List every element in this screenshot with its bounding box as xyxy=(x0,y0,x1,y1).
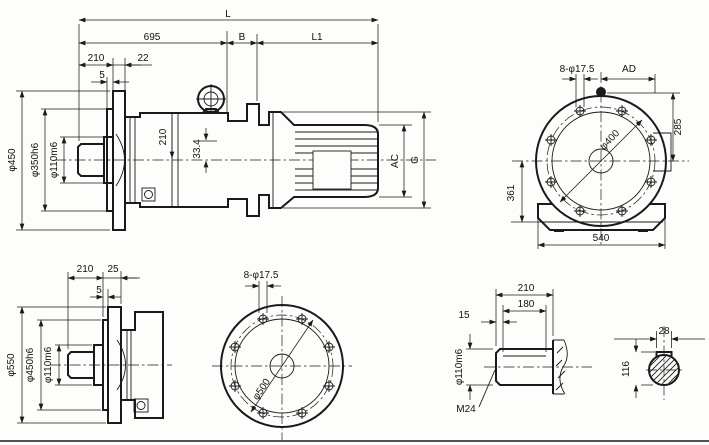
dim-label-AC: AC xyxy=(390,154,401,168)
dim-label-285: 285 xyxy=(673,118,684,135)
ks-key xyxy=(655,351,673,357)
ff-bolt-circle xyxy=(230,314,334,418)
sd-dim-label-15: 15 xyxy=(458,310,470,321)
sd-dim-label-phi110: φ110m6 xyxy=(454,348,465,385)
dim-label-334: 33.4 xyxy=(192,139,203,159)
dim-label-phi350h6: φ350h6 xyxy=(30,142,41,177)
ext-lines-left xyxy=(16,90,110,231)
oil-plug xyxy=(141,187,156,202)
sd-ext-lines xyxy=(466,289,554,386)
phi400-diameter-line xyxy=(559,119,643,203)
fs-dim-label-phi550: φ550 xyxy=(6,353,17,377)
ff-dim-label-holes: 8-φ17.5 xyxy=(244,270,279,281)
flange-side-view: 210 25 5 φ550 φ450h6 φ110m6 xyxy=(6,264,172,424)
ks-dim-label-116: 116 xyxy=(621,361,632,377)
dim-label-540: 540 xyxy=(593,233,610,244)
fs-dim-label-5: 5 xyxy=(96,285,102,296)
dim-label-phi400: φ400 xyxy=(598,128,622,153)
foot-pad-left xyxy=(554,229,564,232)
phi500-diameter-line xyxy=(250,319,314,413)
flange-front-view: φ500 8-φ17.5 xyxy=(212,270,352,440)
dim-label-L: L xyxy=(225,9,231,20)
sd-dim-label-180: 180 xyxy=(518,299,535,310)
spigot-circle xyxy=(551,111,651,211)
fs-dome xyxy=(116,339,126,391)
fs-dim-label-210: 210 xyxy=(77,264,94,275)
dim-label-phi500: φ500 xyxy=(251,377,273,403)
fs-dim-label-25: 25 xyxy=(107,264,119,275)
fs-housing-lines xyxy=(126,331,132,399)
flange-plate xyxy=(112,90,126,231)
dim-label-5: 5 xyxy=(99,70,105,81)
base-outline xyxy=(537,203,666,231)
bolt-holes xyxy=(545,105,657,217)
fs-plug xyxy=(133,398,149,413)
ff-centerlines xyxy=(212,296,352,440)
sd-shaft xyxy=(495,348,553,386)
sd-dim-label-210: 210 xyxy=(518,283,535,294)
dim-label-B: B xyxy=(239,32,246,43)
dim-label-G: G xyxy=(410,156,421,164)
sd-break-line xyxy=(559,339,568,395)
ks-hatch xyxy=(650,356,678,384)
top-lug xyxy=(596,87,606,97)
oil-plug-hole xyxy=(144,190,153,199)
fs-plug-hole xyxy=(136,401,146,410)
bolt-circle xyxy=(546,106,656,216)
dim-label-phi110m6: φ110m6 xyxy=(49,141,60,178)
ks-shaft-circle xyxy=(648,354,680,386)
motor-core-panel xyxy=(312,150,352,190)
ext-lines-top xyxy=(78,24,379,141)
output-front-view: φ400 8-φ17.5 AD 285 361 540 xyxy=(506,64,689,249)
dim-label-361: 361 xyxy=(506,184,517,201)
sd-label-m24: M24 xyxy=(456,404,476,415)
shaft-detail-view: M24 210 180 15 φ110m6 xyxy=(454,283,592,415)
fs-housing xyxy=(121,311,164,419)
dim-label-210: 210 xyxy=(88,53,105,64)
fs-dim-label-phi110m6: φ110m6 xyxy=(43,346,54,383)
fs-plate xyxy=(107,306,122,424)
main-side-view: L 695 B L1 210 22 5 φ450 φ350h6 φ110m6 2… xyxy=(7,9,436,231)
dim-label-AD: AD xyxy=(622,64,636,75)
housing-detail-lines xyxy=(129,112,274,208)
key-section-view: 28 116 xyxy=(614,326,705,400)
eyebolt-base xyxy=(202,108,220,114)
sd-hatch xyxy=(555,346,566,391)
front-ext-lines xyxy=(511,74,680,249)
dim-label-height210: 210 xyxy=(158,128,169,145)
dim-label-L1: L1 xyxy=(311,32,323,43)
sd-m24-leader xyxy=(478,369,496,408)
fs-ext-lines xyxy=(17,271,122,424)
foot-pad-right xyxy=(638,229,648,232)
dim-label-695: 695 xyxy=(144,32,161,43)
dim-label-phi450: φ450 xyxy=(7,148,18,172)
ff-outer-circle xyxy=(220,304,344,428)
fs-dim-label-phi450h6: φ450h6 xyxy=(25,347,36,382)
ext-lines-right xyxy=(283,111,431,209)
dim-label-22: 22 xyxy=(137,53,149,64)
ff-spigot-circle xyxy=(234,318,330,414)
gearbox-motor-outline xyxy=(124,103,379,217)
ks-dim-label-28: 28 xyxy=(658,326,670,337)
dim-label-holes: 8-φ17.5 xyxy=(560,64,595,75)
sd-hub-lines xyxy=(553,339,564,395)
